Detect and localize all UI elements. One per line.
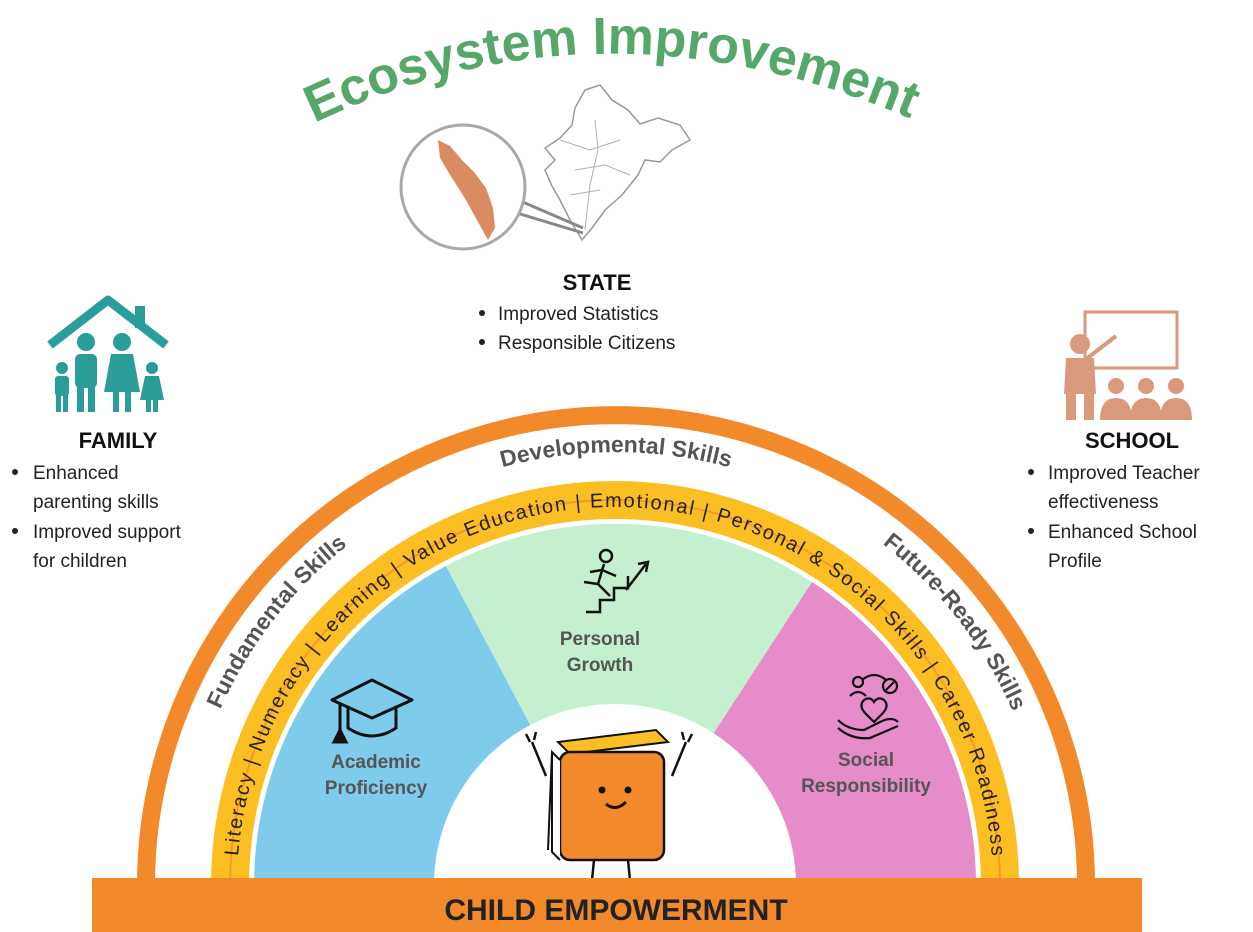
school-bullets: Improved Teacher effectiveness Enhanced … [1028,463,1200,572]
caring-hands-icon [837,673,899,740]
academic-label-line-1: Academic [331,752,421,773]
social-label-line-1: Social [838,750,894,771]
stair-climber-icon [583,548,650,614]
family-bullet-1-line-1: Enhanced [33,463,119,484]
school-bullet-1-line-2: effectiveness [1048,492,1159,513]
social-label-line-2: Responsibility [801,776,931,797]
personal-label-line-2: Growth [567,655,634,676]
developmental-skills-label: Developmental Skills [497,431,735,472]
teacher-classroom-icon [1064,310,1192,420]
family-bullet-1-line-2: parenting skills [33,492,159,513]
outer-orange-arc [137,406,1095,886]
india-map-icon [543,84,692,242]
personal-segment [446,523,812,885]
state-title: STATE [563,270,632,295]
kerala-map-icon [438,140,495,240]
family-bullets: Enhanced parenting skills Improved suppo… [12,463,182,572]
child-empowerment-bar [92,878,1142,932]
state-bullet-2: Responsible Citizens [498,333,675,354]
school-title: SCHOOL [1085,428,1179,453]
family-house-icon [47,295,169,412]
state-bullets: Improved Statistics Responsible Citizens [479,304,675,354]
family-bullet-2-line-2: for children [33,551,127,572]
graduation-cap-icon [330,678,414,744]
developmental-skills-text: Developmental Skills [497,431,735,472]
academic-label-line-2: Proficiency [325,778,428,799]
child-empowerment-label: CHILD EMPOWERMENT [444,894,787,927]
family-bullet-2-line-1: Improved support [33,522,182,543]
book-mascot-icon [524,728,694,881]
state-bullet-1: Improved Statistics [498,304,659,325]
school-bullet-2-line-2: Profile [1048,551,1102,572]
school-bullet-2-line-1: Enhanced School [1048,522,1197,543]
school-bullet-1-line-1: Improved Teacher [1048,463,1200,484]
family-title: FAMILY [79,428,158,453]
personal-label-line-1: Personal [560,629,640,650]
skills-band-outline [229,499,1001,886]
